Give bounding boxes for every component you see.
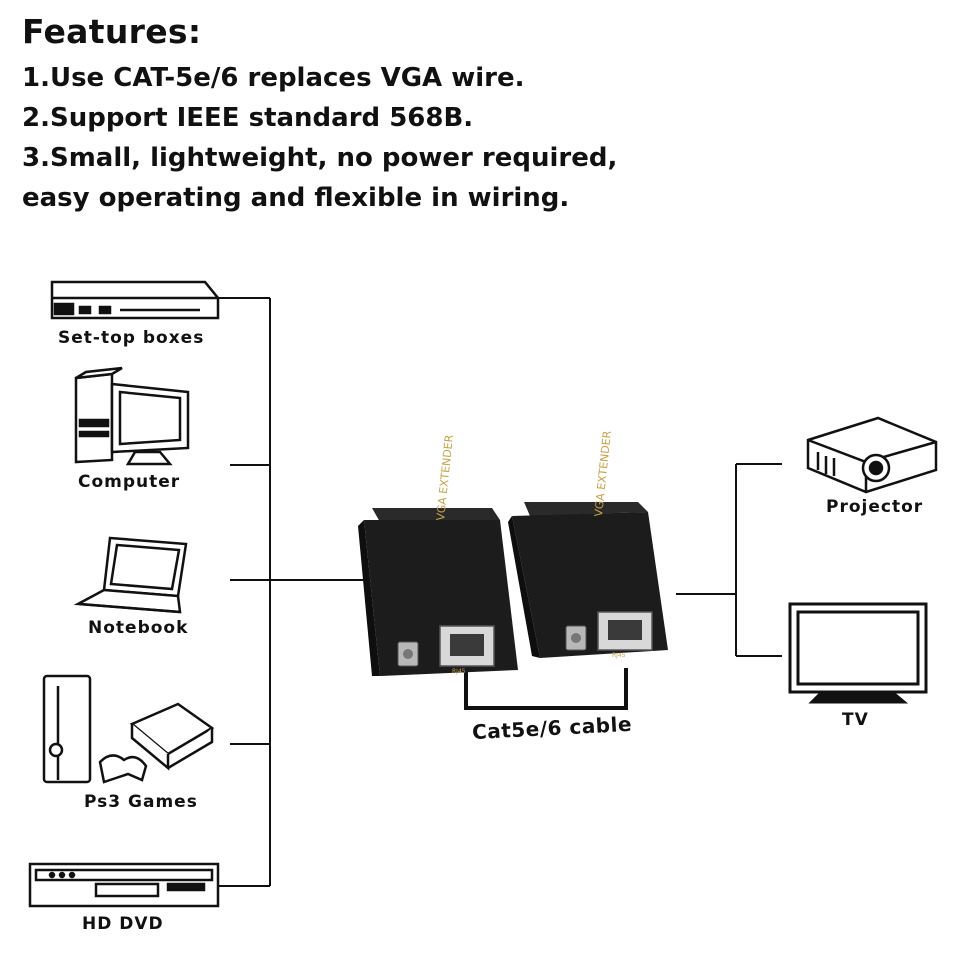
projector-icon [806, 416, 938, 494]
features-title: Features: [22, 12, 202, 51]
extender-2-port-label: RJ45 [612, 652, 626, 659]
feature-line-4: easy operating and flexible in wiring. [22, 183, 570, 213]
feature-line-2: 2.Support IEEE standard 568B. [22, 103, 474, 133]
label-computer: Computer [78, 472, 181, 492]
label-tv: TV [842, 710, 869, 730]
vga-extender-1 [358, 508, 518, 676]
computer-icon [74, 366, 190, 466]
output-wiring [676, 463, 782, 657]
label-notebook: Notebook [88, 618, 189, 638]
label-projector: Projector [826, 497, 924, 517]
source-wiring [205, 297, 365, 887]
tv-icon [788, 602, 928, 704]
feature-line-1: 1.Use CAT-5e/6 replaces VGA wire. [22, 63, 525, 93]
features-block: Features: 1.Use CAT-5e/6 replaces VGA wi… [22, 12, 617, 221]
extender-1-port-label: RJ45 [452, 668, 466, 675]
label-ps3-games: Ps3 Games [84, 792, 198, 812]
label-set-top-boxes: Set-top boxes [58, 328, 205, 348]
cat5-cable [464, 668, 628, 710]
label-hd-dvd: HD DVD [82, 914, 164, 934]
vga-extender-2 [508, 502, 668, 658]
set-top-box-icon [50, 280, 220, 320]
feature-line-3: 3.Small, lightweight, no power required, [22, 143, 618, 173]
ps3-icon [42, 674, 215, 784]
notebook-icon [73, 536, 188, 614]
hd-dvd-icon [28, 862, 220, 908]
